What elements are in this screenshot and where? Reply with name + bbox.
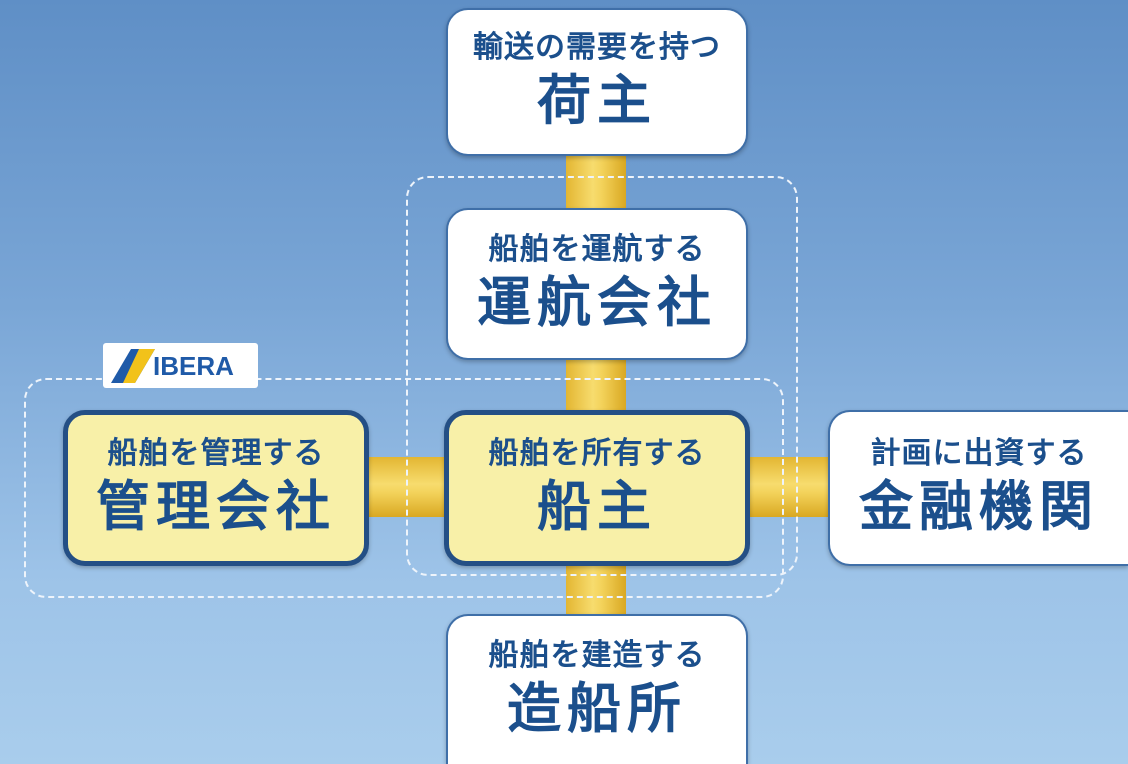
- owner-node: 船舶を所有する 船主: [444, 410, 750, 566]
- builder-role: 船舶を建造する: [488, 638, 706, 674]
- operator-name: 運航会社: [477, 271, 717, 335]
- manager-role: 船舶を管理する: [107, 436, 325, 472]
- manager-name: 管理会社: [96, 475, 336, 539]
- manager-node: 船舶を管理する 管理会社: [63, 410, 369, 566]
- financier-role: 計画に出資する: [870, 436, 1088, 472]
- owner-name: 船主: [537, 475, 657, 539]
- financier-name: 金融機関: [859, 475, 1099, 539]
- builder-name: 造船所: [507, 677, 687, 741]
- operator-node: 船舶を運航する 運航会社: [446, 208, 748, 360]
- shipper-name: 荷主: [537, 69, 657, 133]
- operator-owner-group-outline: [406, 176, 798, 576]
- ibera-logo: IBERA: [103, 343, 258, 388]
- manager-owner-group-outline: [24, 378, 784, 598]
- shipper-role: 輸送の需要を持つ: [473, 30, 721, 66]
- ibera-logo-mark: [111, 349, 155, 383]
- operator-role: 船舶を運航する: [488, 232, 706, 268]
- shipper-node: 輸送の需要を持つ 荷主: [446, 8, 748, 156]
- ibera-logo-text: IBERA: [153, 351, 234, 381]
- owner-role: 船舶を所有する: [488, 436, 706, 472]
- financier-node: 計画に出資する 金融機関: [828, 410, 1128, 566]
- builder-node: 船舶を建造する 造船所: [446, 614, 748, 764]
